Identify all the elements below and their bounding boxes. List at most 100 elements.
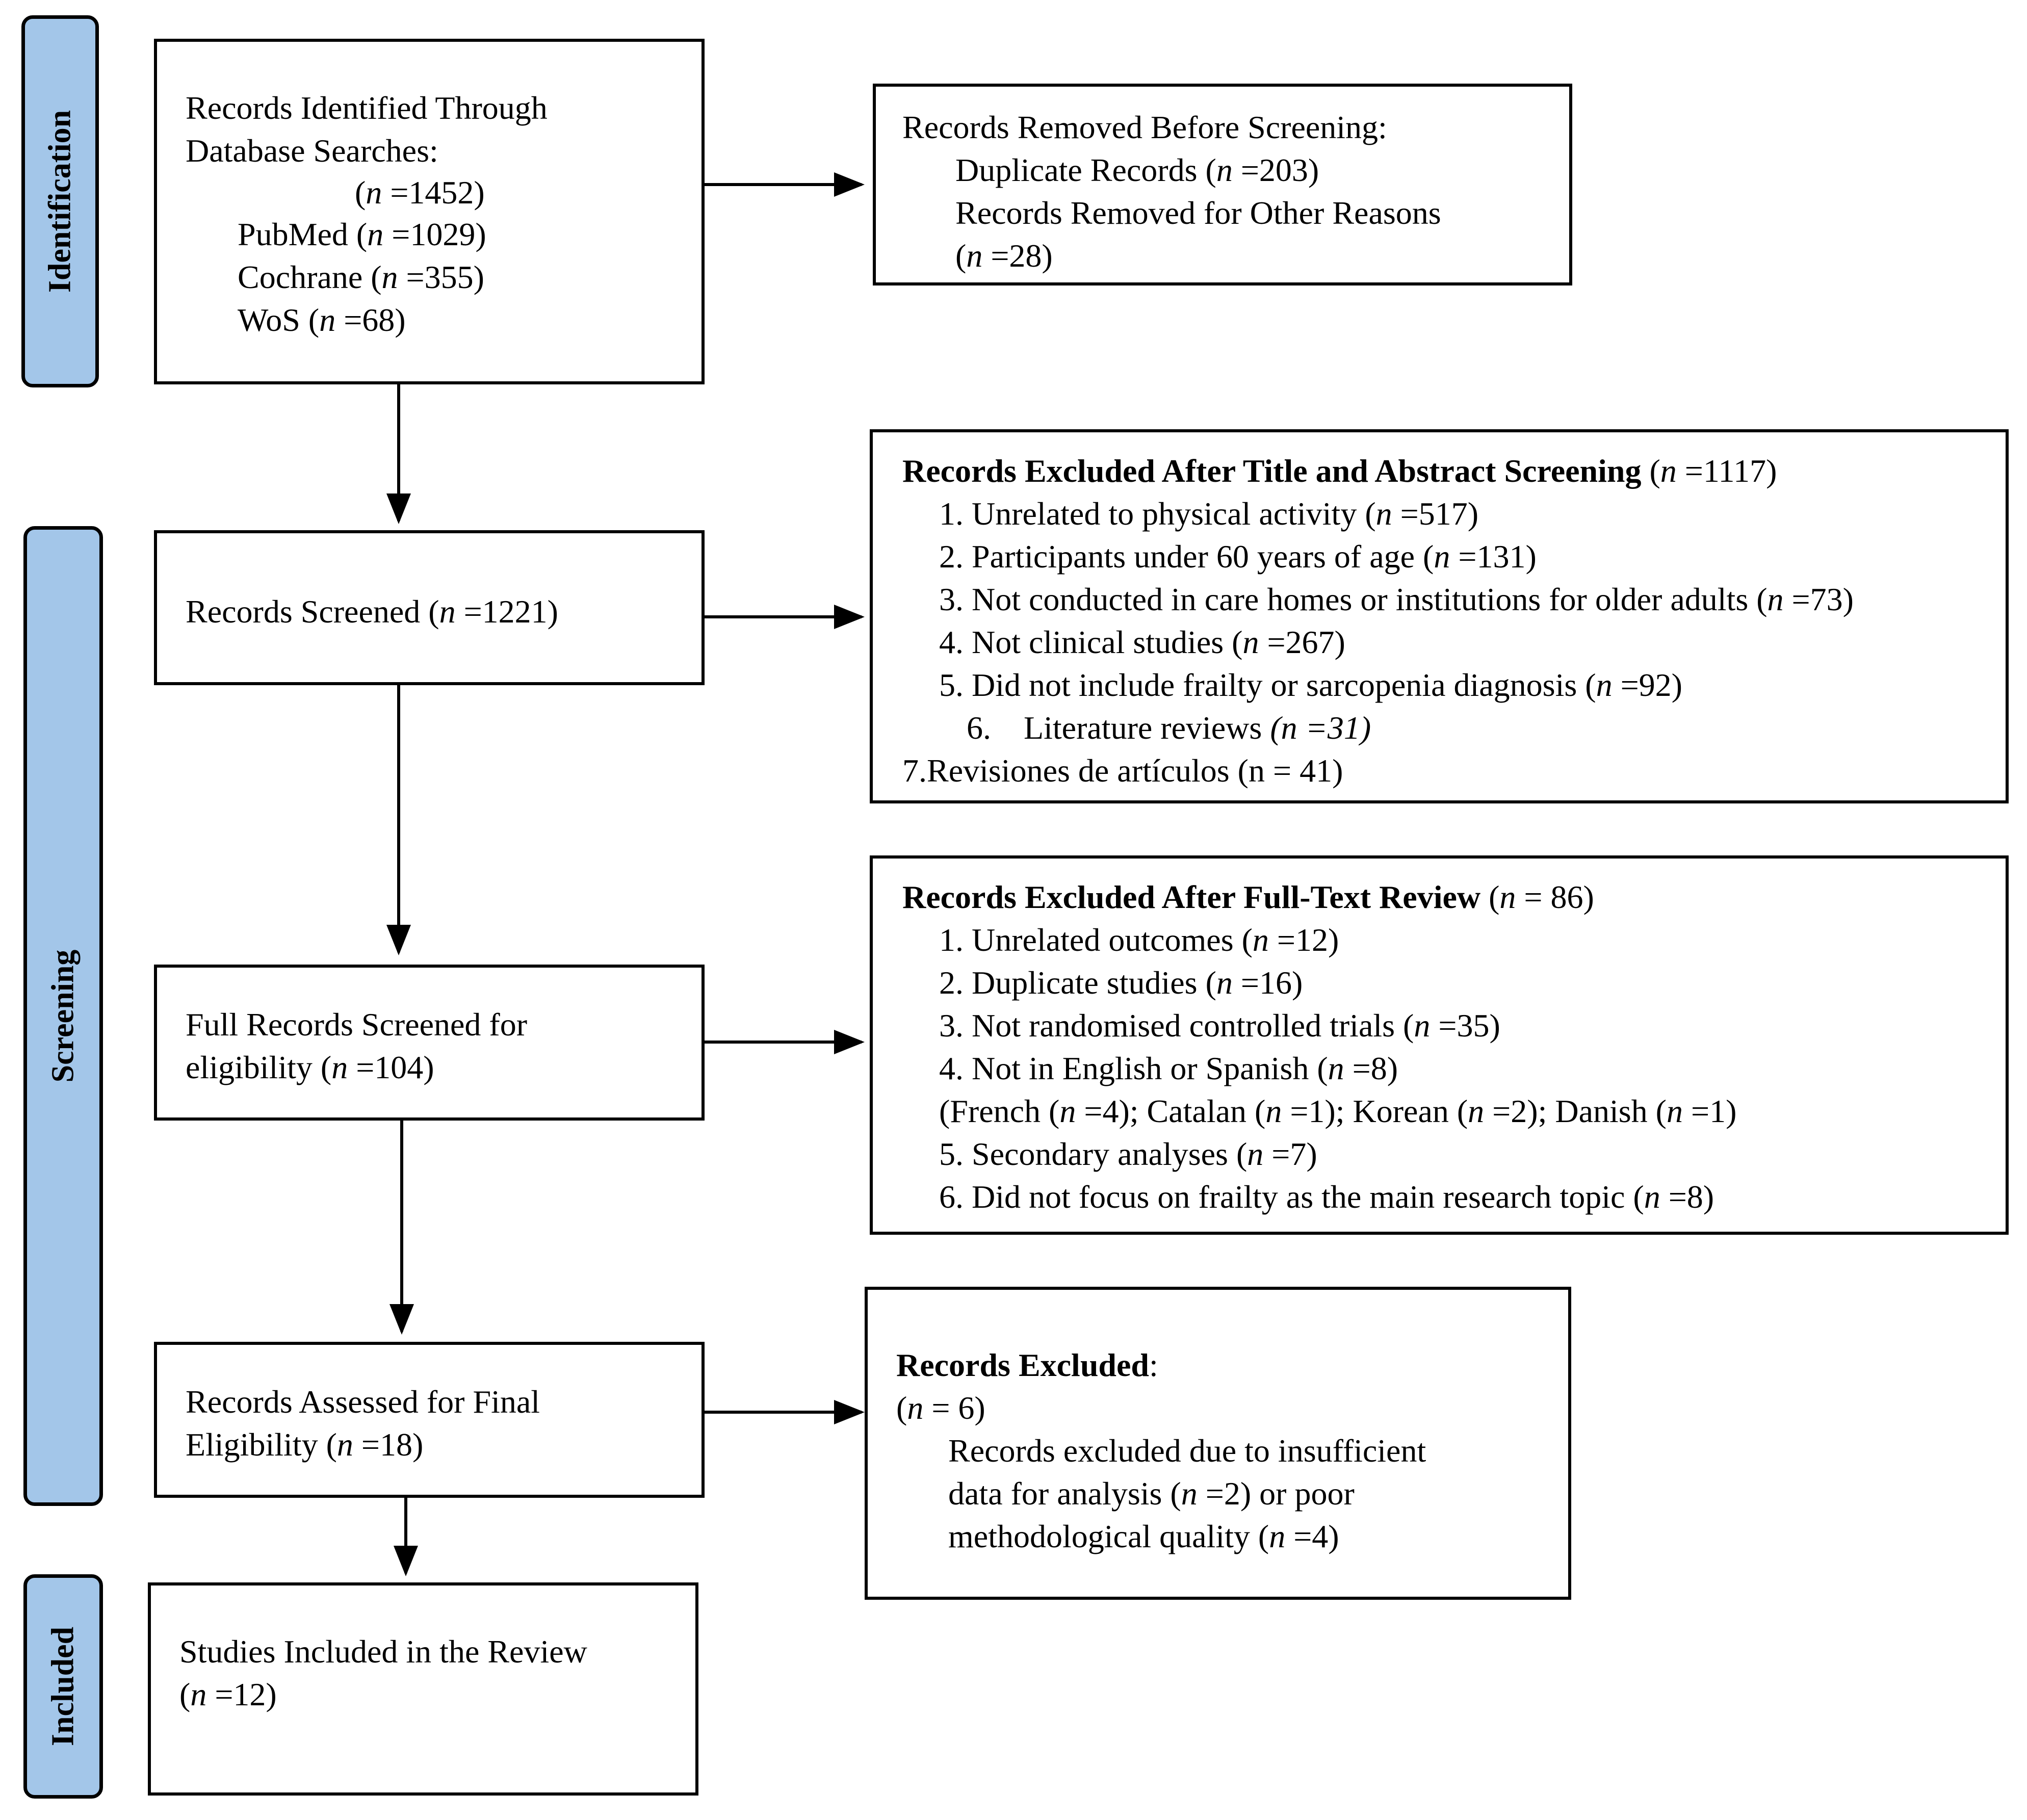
item-n: 8 bbox=[1686, 1179, 1703, 1215]
exclusion-ta-item: 1. Unrelated to physical activity (n =51… bbox=[939, 496, 1479, 532]
exclusion-ft-heading: Records Excluded After Full-Text Review bbox=[902, 879, 1481, 915]
item-n: 73 bbox=[1810, 581, 1843, 617]
poor-quality-label: methodological quality bbox=[948, 1518, 1250, 1554]
included-count: (n =12) bbox=[179, 1676, 277, 1712]
stage-identification-label: Identification bbox=[42, 110, 77, 293]
language-n: 4 bbox=[1102, 1093, 1119, 1129]
item-text: Did not include frailty or sarcopenia di… bbox=[972, 667, 1577, 703]
item-text: Not in English or Spanish bbox=[972, 1050, 1309, 1086]
item-number: 4. bbox=[939, 624, 964, 660]
item-n: 8 bbox=[1370, 1050, 1387, 1086]
item-number: 2. bbox=[939, 538, 964, 575]
item-n: 7 bbox=[1290, 1136, 1307, 1172]
other-n: 28 bbox=[1009, 238, 1042, 274]
stage-screening-label: Screening bbox=[45, 949, 81, 1083]
screened-n: 1221 bbox=[482, 593, 548, 630]
full-records-label: eligibility bbox=[186, 1049, 313, 1085]
item-number: 1. bbox=[939, 922, 964, 958]
insufficient-n: 2 bbox=[1224, 1475, 1240, 1512]
screened-label: Records Screened bbox=[186, 593, 421, 630]
language-name: French bbox=[950, 1093, 1041, 1129]
language-name: Catalan bbox=[1147, 1093, 1246, 1129]
item-number: 6. bbox=[967, 710, 991, 746]
full-records-box: Full Records Screened for eligibility (n… bbox=[154, 965, 705, 1121]
assessed-line2: Eligibility (n =18) bbox=[186, 1426, 424, 1463]
exclusion-ta-heading: Records Excluded After Title and Abstrac… bbox=[902, 453, 1642, 489]
exclusion-ta-item: 7.Revisiones de artículos (n = 41) bbox=[902, 752, 1343, 789]
wos-n: 68 bbox=[362, 302, 395, 338]
item-n: 41 bbox=[1300, 752, 1333, 789]
language-n: 2 bbox=[1511, 1093, 1527, 1129]
cochrane-label: Cochrane bbox=[238, 259, 363, 295]
item-n: 517 bbox=[1418, 496, 1468, 532]
stage-included: Included bbox=[23, 1574, 103, 1799]
assessed-label: Eligibility bbox=[186, 1426, 318, 1463]
duplicates-n: 203 bbox=[1259, 152, 1308, 188]
exclusion-ta-item: 5. Did not include frailty or sarcopenia… bbox=[939, 667, 1682, 703]
records-assessed-box: Records Assessed for Final Eligibility (… bbox=[154, 1342, 705, 1498]
excluded-final-n: 6 bbox=[958, 1390, 975, 1426]
identified-total: (n =1452) bbox=[355, 174, 485, 211]
exclusion-ft-item: 2. Duplicate studies (n =16) bbox=[939, 965, 1303, 1001]
records-identified-box: Records Identified Through Database Sear… bbox=[154, 39, 705, 384]
item-text: Not conducted in care homes or instituti… bbox=[972, 581, 1749, 617]
excluded-final-line1: Records excluded due to insufficient bbox=[948, 1433, 1426, 1469]
exclusion-ta-n: 1117 bbox=[1703, 453, 1766, 489]
insufficient-label: data for analysis bbox=[948, 1475, 1162, 1512]
included-n: 12 bbox=[233, 1676, 266, 1712]
language-n: 1 bbox=[1308, 1093, 1325, 1129]
exclusion-ta-item: 2. Participants under 60 years of age (n… bbox=[939, 538, 1537, 575]
excluded-final-heading: Records Excluded bbox=[896, 1347, 1149, 1383]
item-number: 5. bbox=[939, 1136, 964, 1172]
item-text: Revisiones de artículos bbox=[927, 752, 1230, 789]
screened-text: Records Screened (n =1221) bbox=[186, 593, 558, 630]
exclusion-ft-item: 5. Secondary analyses (n =7) bbox=[939, 1136, 1317, 1172]
item-n: 131 bbox=[1476, 538, 1526, 575]
excluded-final-line2: data for analysis (n =2) or poor bbox=[948, 1475, 1355, 1512]
or-poor-label: or poor bbox=[1259, 1475, 1355, 1512]
pubmed-n: 1029 bbox=[410, 216, 476, 252]
item-number: 3. bbox=[939, 581, 964, 617]
exclusion-ft-heading-line: Records Excluded After Full-Text Review … bbox=[902, 879, 1594, 915]
item-number: 3. bbox=[939, 1007, 964, 1044]
item-text: Did not focus on frailty as the main res… bbox=[972, 1179, 1625, 1215]
item-text: Participants under 60 years of age bbox=[972, 538, 1415, 575]
assessed-n: 18 bbox=[379, 1426, 412, 1463]
cochrane-n: 355 bbox=[424, 259, 474, 295]
exclusion-ta-item: 6. Literature reviews (n =31) bbox=[967, 710, 1371, 746]
excluded-title-abstract-box: Records Excluded After Title and Abstrac… bbox=[870, 429, 2009, 803]
exclusion-ft-item: 4. Not in English or Spanish (n =8) bbox=[939, 1050, 1398, 1086]
item-number: 4. bbox=[939, 1050, 964, 1086]
language-name: Danish bbox=[1555, 1093, 1648, 1129]
item-n: 267 bbox=[1285, 624, 1335, 660]
exclusion-ft-item: 3. Not randomised controlled trials (n =… bbox=[939, 1007, 1500, 1044]
exclusion-ft-n: 86 bbox=[1550, 879, 1583, 915]
item-text: Duplicate studies bbox=[972, 965, 1198, 1001]
exclusion-ta-item: 4. Not clinical studies (n =267) bbox=[939, 624, 1345, 660]
stage-identification: Identification bbox=[21, 15, 99, 387]
item-number: 5. bbox=[939, 667, 964, 703]
records-removed-box: Records Removed Before Screening: Duplic… bbox=[873, 84, 1572, 285]
full-records-line2: eligibility (n =104) bbox=[186, 1049, 434, 1085]
language-name: Korean bbox=[1353, 1093, 1449, 1129]
excluded-final-heading-line: Records Excluded: bbox=[896, 1347, 1158, 1383]
identified-line2: Database Searches: bbox=[186, 133, 438, 169]
exclusion-ft-item: 6. Did not focus on frailty as the main … bbox=[939, 1179, 1714, 1215]
item-n: 31 bbox=[1327, 710, 1360, 746]
studies-included-box: Studies Included in the Review (n =12) bbox=[148, 1582, 698, 1796]
excluded-final-box: Records Excluded: (n = 6) Records exclud… bbox=[865, 1287, 1571, 1600]
item-n: 12 bbox=[1295, 922, 1328, 958]
item-number: 2. bbox=[939, 965, 964, 1001]
removed-other: Records Removed for Other Reasons bbox=[955, 195, 1441, 231]
item-n: 35 bbox=[1457, 1007, 1490, 1044]
pubmed-label: PubMed bbox=[238, 216, 348, 252]
excluded-final-line3: methodological quality (n =4) bbox=[948, 1518, 1339, 1554]
item-text: Literature reviews bbox=[1024, 710, 1262, 746]
removed-duplicates: Duplicate Records (n =203) bbox=[955, 152, 1319, 188]
item-number: 6. bbox=[939, 1179, 964, 1215]
identified-line1: Records Identified Through bbox=[186, 90, 548, 126]
item-text: Unrelated to physical activity bbox=[972, 496, 1357, 532]
item-text: Secondary analyses bbox=[972, 1136, 1228, 1172]
excluded-full-text-box: Records Excluded After Full-Text Review … bbox=[870, 855, 2009, 1235]
item-text: Unrelated outcomes bbox=[972, 922, 1234, 958]
